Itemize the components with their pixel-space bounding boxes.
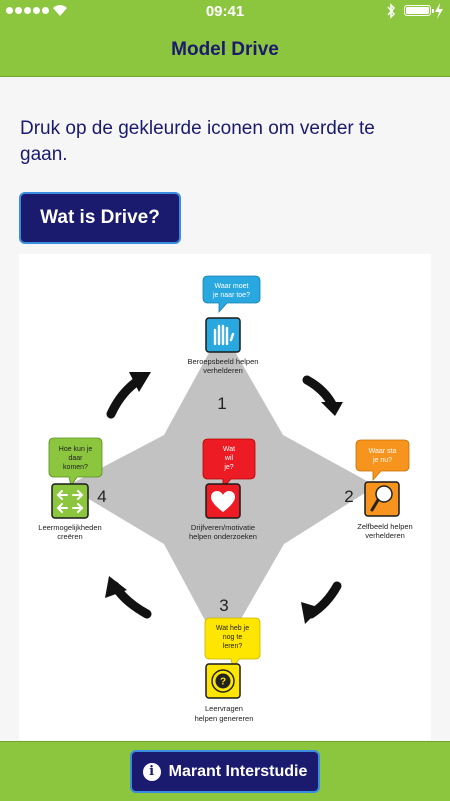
speech-bubble-text: daar bbox=[68, 455, 83, 462]
curved-arrow-icon bbox=[302, 375, 343, 416]
status-time: 09:41 bbox=[205, 3, 245, 20]
speech-bubble-text: Waar sta bbox=[369, 448, 397, 455]
page-title: Model Drive bbox=[171, 39, 279, 60]
what-is-drive-button[interactable]: Wat is Drive? bbox=[19, 192, 181, 244]
status-bar: 09:41 bbox=[0, 0, 450, 22]
node-caption: helpen onderzoeken bbox=[189, 532, 257, 541]
node-caption: Leermogelijkheden bbox=[38, 523, 101, 532]
svg-text:?: ? bbox=[220, 677, 226, 688]
navigation-bar: Model Drive bbox=[0, 22, 450, 77]
drive-model-diagram: 1 2 3 4 Waar moet je naar toe? Beroepsbe… bbox=[19, 254, 431, 740]
info-icon: i bbox=[142, 762, 161, 781]
motivation-node[interactable]: Wat wil je? Drijfveren/motivatie helpen … bbox=[189, 438, 257, 541]
learning-questions-node[interactable]: Wat heb je nog te leren? ? Leervragen he… bbox=[195, 617, 261, 723]
bluetooth-icon bbox=[387, 3, 396, 19]
learning-opportunities-node[interactable]: Hoe kun je daar komen? Leermogelijkheden… bbox=[38, 437, 103, 541]
step-number-3: 3 bbox=[219, 596, 228, 615]
speech-bubble-text: je naar toe? bbox=[212, 292, 250, 299]
curved-arrow-icon bbox=[106, 372, 151, 419]
speech-bubble-text: Waar moet bbox=[215, 283, 249, 290]
speech-bubble-text: Wat heb je bbox=[216, 625, 249, 632]
speech-bubble-text: wil bbox=[224, 455, 234, 462]
speech-bubble-text: Wat bbox=[223, 446, 235, 453]
speech-bubble-text: je? bbox=[223, 464, 233, 471]
speech-bubble-text: nog te bbox=[223, 634, 243, 641]
node-caption: Leervragen bbox=[205, 704, 243, 713]
node-caption: helpen genereren bbox=[195, 714, 254, 723]
curved-arrow-icon bbox=[301, 581, 342, 624]
speech-bubble-text: Hoe kun je bbox=[59, 446, 93, 453]
directions-icon bbox=[51, 483, 89, 519]
node-caption: creëren bbox=[57, 532, 82, 541]
node-caption: verhelderen bbox=[365, 531, 405, 540]
curved-arrow-icon bbox=[105, 576, 152, 619]
battery-icon bbox=[404, 5, 434, 16]
speech-bubble-text: komen? bbox=[63, 464, 88, 471]
speech-bubble-text: je nu? bbox=[372, 457, 392, 464]
wifi-icon bbox=[53, 5, 67, 16]
node-caption: Zelfbeeld helpen bbox=[357, 522, 412, 531]
step-number-1: 1 bbox=[217, 394, 226, 413]
marant-interstudie-button[interactable]: i Marant Interstudie bbox=[130, 750, 320, 793]
self-image-node[interactable]: Waar sta je nu? Zelfbeeld helpen verheld… bbox=[355, 439, 413, 540]
footer-bar: i Marant Interstudie bbox=[0, 741, 450, 801]
node-caption: verhelderen bbox=[203, 366, 243, 375]
charging-icon bbox=[435, 3, 443, 19]
career-image-node[interactable]: Waar moet je naar toe? Beroepsbeeld help… bbox=[188, 275, 261, 375]
step-number-4: 4 bbox=[97, 487, 106, 506]
speech-bubble-text: leren? bbox=[223, 643, 243, 650]
signal-strength-icon bbox=[6, 7, 49, 14]
node-caption: Beroepsbeeld helpen bbox=[188, 357, 259, 366]
instruction-text: Druk op de gekleurde iconen om verder te… bbox=[20, 118, 375, 165]
step-number-2: 2 bbox=[344, 487, 353, 506]
node-caption: Drijfveren/motivatie bbox=[191, 523, 255, 532]
footer-button-label: Marant Interstudie bbox=[168, 762, 308, 780]
